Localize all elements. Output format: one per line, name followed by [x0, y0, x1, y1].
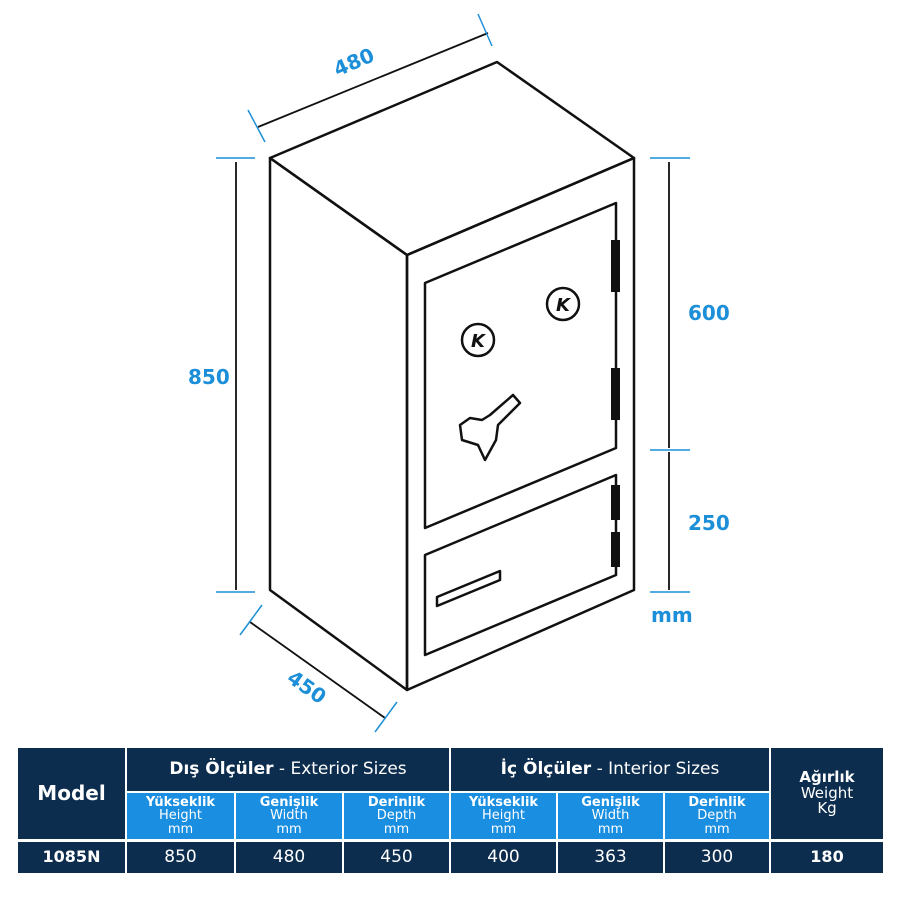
- exterior-tr: Dış Ölçüler: [169, 758, 274, 779]
- lower-drawer: [423, 473, 618, 657]
- sub-tr: Derinlik: [688, 794, 746, 810]
- height-dimension: 850: [188, 365, 230, 389]
- sub-unit: mm: [704, 821, 730, 837]
- sub-unit: mm: [383, 821, 410, 837]
- int-width-cell: 363: [558, 842, 663, 873]
- ext-width-cell: 480: [236, 842, 342, 873]
- exterior-en: - Exterior Sizes: [273, 758, 407, 779]
- sub-en: Width: [591, 808, 630, 824]
- ext-depth-cell: 450: [344, 842, 449, 873]
- weight-tr: Ağırlık: [799, 767, 855, 786]
- svg-text:K: K: [556, 295, 572, 316]
- int-height-cell: 400: [451, 842, 556, 873]
- key-lock-icon: [545, 286, 581, 322]
- interior-en: - Interior Sizes: [591, 758, 720, 779]
- sub-en: Depth: [376, 808, 417, 824]
- weight-cell: 180: [771, 842, 883, 873]
- sub-unit: mm: [597, 821, 624, 837]
- unit-label: mm: [651, 603, 693, 627]
- sub-tr: Genişlik: [259, 794, 319, 810]
- sub-en: Width: [270, 808, 308, 824]
- safe-top: [268, 60, 636, 257]
- safe-front: [405, 156, 636, 692]
- sub-tr: Genişlik: [581, 794, 640, 810]
- lower-height-dimension: 250: [688, 511, 730, 535]
- upper-height-dimension: 600: [688, 301, 730, 325]
- sub-tr: Yükseklik: [468, 794, 539, 810]
- safe-side: [268, 156, 409, 692]
- sub-unit: mm: [276, 821, 302, 837]
- ext-height-cell: 850: [127, 842, 234, 873]
- interior-header: İç Ölçüler - Interior Sizes: [451, 748, 769, 791]
- sub-en: Height: [159, 808, 202, 824]
- weight-en: Weight: [800, 783, 854, 802]
- int-depth-cell: 300: [665, 842, 769, 873]
- model-cell: 1085N: [18, 842, 125, 873]
- sub-unit: mm: [167, 821, 194, 837]
- model-header: Model: [18, 748, 125, 839]
- sub-en: Depth: [697, 808, 737, 824]
- upper-door: [423, 201, 618, 530]
- sub-en: Height: [482, 808, 525, 824]
- interior-tr: İç Ölçüler: [500, 758, 592, 779]
- weight-unit: Kg: [817, 799, 837, 818]
- svg-text:K: K: [471, 331, 487, 352]
- sub-unit: mm: [490, 821, 517, 837]
- exterior-header: Dış Ölçüler - Exterior Sizes: [127, 748, 449, 791]
- key-lock-icon: [460, 322, 496, 358]
- handle-icon: [458, 393, 522, 462]
- sub-tr: Yükseklik: [145, 794, 216, 810]
- drawer-slot: [435, 569, 502, 608]
- sub-tr: Derinlik: [367, 794, 426, 810]
